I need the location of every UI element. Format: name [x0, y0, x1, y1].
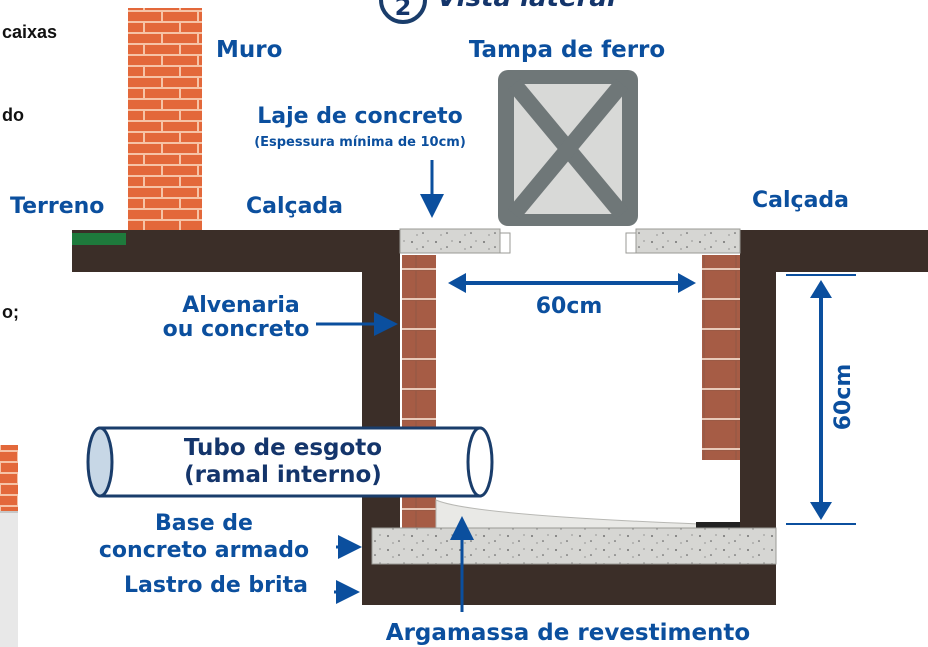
- label-laje-note: (Espessura mínima de 10cm): [254, 135, 466, 150]
- label-tampa: Tampa de ferro: [469, 37, 665, 63]
- label-height-dim: 60cm: [831, 364, 856, 431]
- grass-strip: [72, 233, 126, 245]
- iron-lid: [498, 70, 638, 226]
- label-width-dim: 60cm: [536, 294, 603, 319]
- label-tubo-line2: (ramal interno): [184, 462, 382, 488]
- sewer-pipe: [86, 426, 494, 498]
- chamber-wall-right: [702, 255, 740, 460]
- label-calcada-right: Calçada: [752, 188, 849, 213]
- label-calcada-left: Calçada: [246, 194, 343, 219]
- left-cropped-illustration: [0, 445, 18, 647]
- label-lastro: Lastro de brita: [124, 573, 308, 598]
- width-dimension: [448, 273, 696, 293]
- lid-seat-right: [625, 232, 637, 254]
- label-alvenaria-line1: Alvenaria: [182, 293, 300, 318]
- lid-seat-left: [499, 232, 511, 254]
- left-text-fragment-3: o;: [2, 302, 19, 322]
- label-laje: Laje de concreto: [257, 104, 463, 129]
- label-base-line2: concreto armado: [99, 538, 309, 563]
- height-dimension: [786, 274, 856, 525]
- concrete-base: [371, 527, 777, 565]
- brick-wall: [128, 8, 202, 244]
- label-tubo-line1: Tubo de esgoto: [184, 435, 382, 461]
- concrete-slab-left: [399, 228, 501, 254]
- label-base-line1: Base de: [155, 511, 253, 536]
- mortar-lining: [435, 499, 741, 529]
- left-text-fragment-1: caixas: [2, 22, 57, 42]
- label-muro: Muro: [216, 37, 282, 63]
- step-number: 2: [395, 0, 412, 21]
- label-alvenaria-line2: ou concreto: [163, 317, 310, 342]
- left-text-fragment-2: do: [2, 105, 24, 125]
- mortar-dark-strip: [696, 522, 740, 528]
- label-terreno: Terreno: [10, 194, 104, 219]
- step-badge: 2: [379, 0, 427, 24]
- label-argamassa: Argamassa de revestimento: [386, 620, 750, 646]
- concrete-slab-right: [635, 228, 741, 254]
- diagram-title: Vista lateral: [437, 0, 617, 13]
- step-badge-circle: [379, 0, 427, 24]
